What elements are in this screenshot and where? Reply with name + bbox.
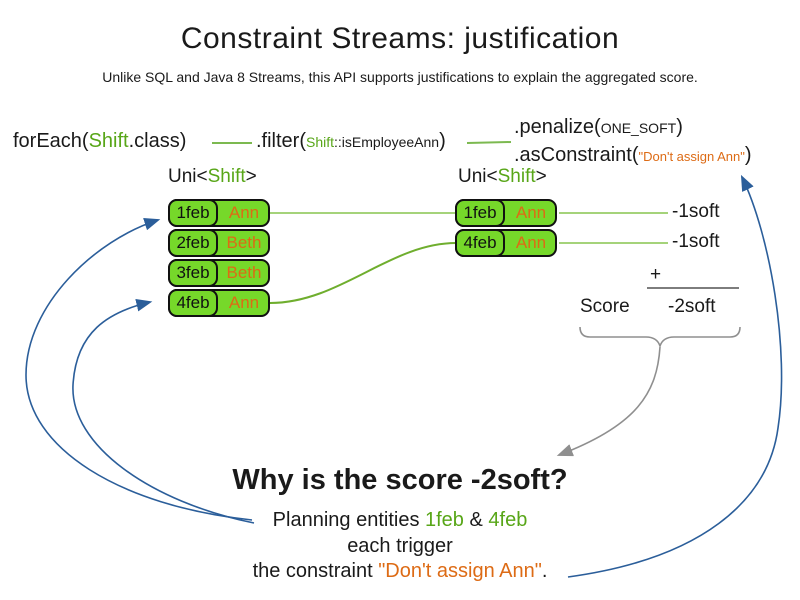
- line1-joiner: &: [463, 509, 489, 531]
- asconstraint-fn: .asConstraint(: [514, 144, 639, 166]
- right-shift-row-1feb: 1feb Ann: [455, 199, 557, 227]
- asconstraint-close: ): [744, 144, 752, 166]
- right-stream-type-label: Uni<Shift>: [458, 166, 547, 188]
- type-suffix: >: [245, 166, 257, 187]
- page-subtitle: Unlike SQL and Java 8 Streams, this API …: [102, 69, 698, 85]
- right-shift-row-4feb: 4feb Ann: [455, 229, 557, 257]
- code-asconstraint: .asConstraint("Don't assign Ann"): [514, 144, 752, 167]
- left-shift-row-4feb: 4feb Ann: [168, 289, 270, 317]
- score-underbrace: [579, 326, 741, 349]
- line1-entity-4feb: 4feb: [488, 509, 528, 531]
- shift-employee: Ann: [228, 293, 260, 312]
- code-penalize: .penalize(ONE_SOFT): [514, 116, 683, 139]
- filter-fn: .filter(: [256, 130, 306, 152]
- shift-date: 4feb: [168, 289, 218, 317]
- type-param: Shift: [207, 166, 246, 187]
- score-label: Score: [580, 296, 630, 317]
- penalize-arg: ONE_SOFT: [600, 120, 677, 136]
- explanation-heading: Why is the score -2soft?: [232, 464, 568, 496]
- shift-employee: Ann: [228, 203, 260, 222]
- blue-arrow-to-4feb: [72, 298, 255, 524]
- line3-constraint-name: "Don't assign Ann": [378, 560, 542, 582]
- explanation-line2: each trigger: [347, 535, 453, 557]
- foreach-fn: forEach(: [13, 130, 89, 152]
- type-prefix: Uni<: [168, 166, 208, 187]
- left-shift-row-3feb: 3feb Beth: [168, 259, 270, 287]
- foreach-rest: .class): [128, 130, 187, 152]
- match-line-4feb: [269, 242, 457, 304]
- line3-prefix: the constraint: [252, 560, 379, 582]
- left-stream-type-label: Uni<Shift>: [168, 166, 257, 188]
- blue-arrow-to-constraint: [567, 174, 783, 578]
- score-total: -2soft: [668, 296, 716, 317]
- match-weight-1: -1soft: [672, 201, 720, 222]
- shift-date: 1feb: [455, 199, 505, 227]
- explanation-line3: the constraint "Don't assign Ann".: [0, 560, 800, 583]
- foreach-arg: Shift: [88, 130, 129, 152]
- shift-date: 1feb: [168, 199, 218, 227]
- filter-arg-method: ::isEmployeeAnn: [334, 134, 440, 150]
- blue-arrow-to-1feb: [25, 218, 253, 521]
- filter-close: ): [439, 130, 446, 152]
- code-foreach: forEach(Shift.class): [13, 130, 186, 153]
- penalize-close: ): [676, 116, 683, 138]
- sum-rule: [647, 287, 739, 289]
- type-param: Shift: [497, 166, 536, 187]
- explanation-line1: Planning entities 1feb & 4feb: [0, 509, 800, 532]
- type-prefix: Uni<: [458, 166, 498, 187]
- filter-arg-class: Shift: [306, 134, 335, 150]
- type-suffix: >: [535, 166, 547, 187]
- match-weight-2: -1soft: [672, 231, 720, 252]
- page-title: Constraint Streams: justification: [180, 22, 620, 55]
- line1-prefix: Planning entities: [272, 509, 425, 531]
- left-shift-row-2feb: 2feb Beth: [168, 229, 270, 257]
- gray-arrow-to-explanation: [556, 346, 661, 457]
- code-filter: .filter(Shift::isEmployeeAnn): [256, 130, 446, 153]
- shift-employee: Beth: [226, 263, 262, 282]
- line3-suffix: .: [541, 560, 548, 582]
- shift-employee: Ann: [515, 203, 547, 222]
- pipeline-connector-filter-penalize: [466, 141, 512, 144]
- sum-plus-sign: +: [650, 264, 662, 285]
- shift-date: 4feb: [455, 229, 505, 257]
- left-shift-row-1feb: 1feb Ann: [168, 199, 270, 227]
- shift-employee: Ann: [515, 233, 547, 252]
- shift-date: 2feb: [168, 229, 218, 257]
- shift-date: 3feb: [168, 259, 218, 287]
- penalize-fn: .penalize(: [514, 116, 601, 138]
- line1-entity-1feb: 1feb: [425, 509, 464, 531]
- shift-employee: Beth: [226, 233, 262, 252]
- asconstraint-arg: "Don't assign Ann": [638, 149, 745, 164]
